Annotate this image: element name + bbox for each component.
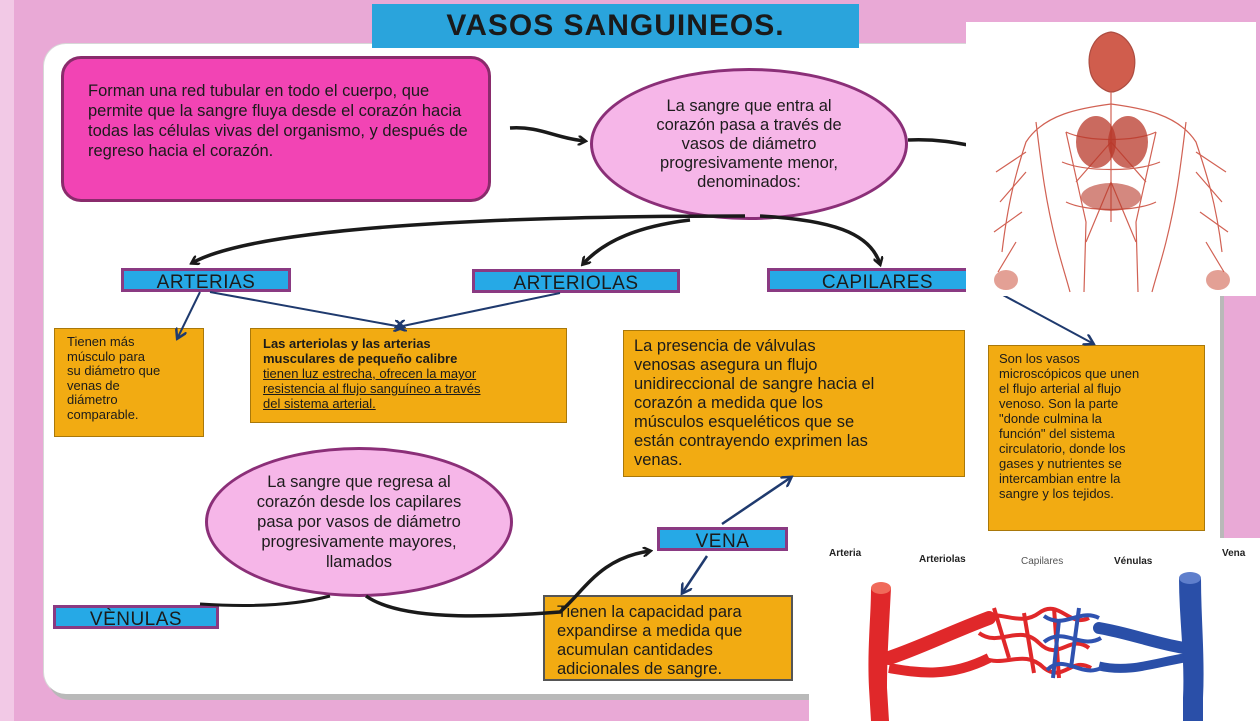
vena-description: Tienen la capacidad para expandirse a me…: [543, 595, 793, 681]
box-line: unidireccional de sangre hacia el: [634, 375, 875, 393]
arrow-oval-to-venulas: [199, 594, 331, 608]
box-line-underlined: tienen luz estrecha, ofrecen la mayor: [263, 366, 477, 381]
box-line: diámetro: [67, 392, 118, 407]
vessel-network-art: [809, 538, 1260, 721]
arrow-arterias-to-desc: [178, 291, 201, 337]
box-line-bold: musculares de pequeño calibre: [263, 351, 458, 366]
box-line: Tienen la capacidad para: [557, 603, 742, 621]
box-line: el flujo arterial al flujo: [999, 381, 1122, 396]
box-line: músculo para: [67, 348, 146, 364]
intro-box: Forman una red tubular en todo el cuerpo…: [61, 56, 491, 202]
box-line: intercambian entre la: [999, 471, 1121, 486]
box-line: adicionales de sangre.: [557, 660, 723, 678]
oval-top-line: progresivamente menor,: [660, 153, 838, 172]
box-line: músculos esqueléticos que se: [634, 413, 855, 431]
arrow-oval-to-capilares: [759, 214, 880, 264]
box-line: venas de: [67, 377, 120, 393]
label-vena: Vena: [1222, 548, 1246, 559]
label-venulas: Vénulas: [1114, 556, 1153, 567]
term-arterias: ARTERIAS: [121, 268, 291, 293]
box-line: circulatorio, donde los: [999, 441, 1126, 456]
box-line: acumulan cantidades: [557, 641, 713, 659]
oval-top-line: denominados:: [697, 172, 801, 191]
label-arteria: Arteria: [829, 548, 862, 559]
oval-blood-returning: La sangre que regresa al corazón desde l…: [205, 447, 513, 597]
oval-blood-entering: La sangre que entra al corazón pasa a tr…: [590, 68, 908, 220]
oval-top-line: corazón pasa a través de: [656, 115, 842, 134]
box-line: su diámetro que: [67, 363, 161, 378]
arrow-vena-to-desc: [683, 555, 709, 592]
term-vena: VENA: [657, 527, 788, 552]
arrow-vena-to-valvulas: [721, 478, 790, 526]
vessel-diagram: Arteria Arteriolas Capilares Vénulas Ven…: [809, 538, 1260, 721]
arterias-description: Tienen más músculo para su diámetro que …: [54, 328, 204, 437]
box-line: gases y nutrientes se: [999, 456, 1122, 471]
box-line: Tienen más: [67, 334, 135, 349]
arteriolas-description: Las arteriolas y las arterias musculares…: [250, 328, 567, 423]
arrow-venulas-to-vena: [364, 551, 650, 618]
box-line: sangre y los tejidos.: [999, 486, 1114, 501]
term-arteriolas: ARTERIOLAS: [472, 269, 680, 294]
term-venulas: VÈNULAS: [53, 605, 219, 630]
box-line-bold: Las arteriolas y las arterias: [263, 336, 431, 351]
oval-bottom-line: llamados: [325, 553, 393, 571]
oval-bottom-line: corazón desde los capilares: [256, 493, 462, 511]
box-line-underlined: del sistema arterial.: [263, 396, 376, 411]
label-arteriolas: Arteriolas: [919, 554, 966, 565]
oval-top-line: vasos de diámetro: [681, 134, 817, 153]
oval-bottom-line: progresivamente mayores,: [261, 533, 457, 551]
valvulas-description: La presencia de válvulas venosas asegura…: [623, 330, 965, 477]
box-line: venas.: [634, 451, 683, 469]
left-stripe: [0, 0, 14, 721]
box-line: venoso. Son la parte: [999, 396, 1119, 411]
arrow-capilares-to-desc: [989, 287, 1092, 343]
term-capilares: CAPILARES: [767, 268, 988, 293]
arrow-arteriolas-to-desc: [398, 292, 561, 327]
oval-bottom-line: pasa por vasos de diámetro: [257, 513, 461, 531]
box-line: expandirse a medida que: [557, 622, 743, 640]
diagram-title: VASOS SANGUINEOS.: [372, 4, 859, 48]
box-line: microscópicos que unen: [999, 366, 1140, 381]
box-line: función" del sistema: [999, 426, 1115, 441]
arrow-arterias-to-arteriolas-desc: [209, 291, 402, 327]
box-line: La presencia de válvulas: [634, 337, 816, 355]
label-capilares: Capilares: [1021, 556, 1064, 567]
arrow-oval-to-arterias: [192, 214, 746, 263]
box-line: están contrayendo exprimen las: [634, 432, 868, 450]
oval-top-line: La sangre que entra al: [666, 96, 832, 115]
box-line: "donde culmina la: [999, 411, 1102, 426]
box-line: comparable.: [67, 406, 139, 422]
box-line: Son los vasos: [999, 351, 1080, 366]
box-line-underlined: resistencia al flujo sanguíneo a través: [263, 381, 481, 396]
body-vessels-image: [966, 22, 1256, 296]
box-line: corazón a medida que los: [634, 394, 823, 412]
capilares-description: Son los vasos microscópicos que unen el …: [988, 345, 1205, 531]
box-line: venosas asegura un flujo: [634, 356, 818, 374]
arrow-oval-to-arteriolas: [583, 218, 691, 264]
arrow-intro-to-oval: [509, 126, 585, 141]
oval-bottom-line: La sangre que regresa al: [267, 473, 451, 491]
